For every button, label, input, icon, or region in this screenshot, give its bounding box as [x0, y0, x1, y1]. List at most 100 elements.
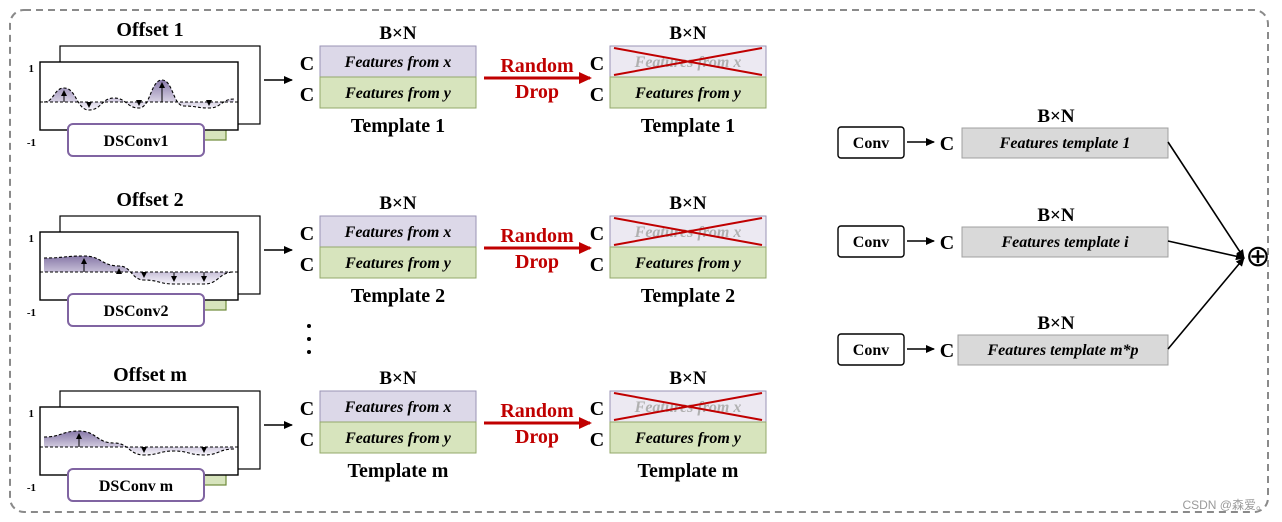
conv-label: Conv: [853, 234, 889, 251]
features-x-box: [319, 215, 477, 248]
template-label: Template 2: [351, 285, 445, 307]
conv-label: Conv: [853, 342, 889, 359]
offset-label: Offset 1: [116, 19, 183, 41]
drop-label-drop: Drop: [515, 81, 559, 103]
features-y-text: Features from y: [634, 85, 742, 102]
template-label: Template m: [348, 460, 449, 482]
dim-label: B×N: [379, 193, 416, 214]
channel-label-x: C: [590, 53, 604, 75]
dsconv-box: [67, 293, 205, 327]
offset-label: Offset m: [113, 364, 187, 386]
drop-cross-b: [613, 217, 763, 246]
channel-label-y: C: [590, 254, 604, 276]
offset-wave-fill: [44, 431, 234, 455]
features-y-text: Features from y: [344, 85, 452, 102]
dim-label: B×N: [669, 23, 706, 44]
channel-label-y: C: [590, 429, 604, 451]
offset-wave-line: [43, 79, 235, 111]
channel-label: C: [940, 340, 954, 362]
template-label: Template 1: [351, 115, 445, 137]
sum-symbol: ⊕: [1245, 239, 1270, 274]
drop-label-drop: Drop: [515, 426, 559, 448]
outer-frame: [9, 9, 1269, 513]
channel-label-y: C: [590, 84, 604, 106]
dim-label: B×N: [1037, 106, 1074, 127]
features-x-text: Features from x: [344, 399, 452, 416]
features-y-text: Features from y: [634, 255, 742, 272]
features-y-box: [319, 421, 477, 454]
drop-label-random: Random: [500, 400, 574, 422]
axis-bottom-label: -1: [27, 307, 36, 319]
template-label: Template 2: [641, 285, 735, 307]
features-x-box: [319, 45, 477, 78]
dsconv-label: DSConv2: [104, 303, 169, 320]
channel-label-x: C: [590, 398, 604, 420]
offset-label: Offset 2: [116, 189, 183, 211]
features-x-text: Features from x: [344, 54, 452, 71]
dim-label: B×N: [379, 368, 416, 389]
axis-bottom-label: -1: [27, 137, 36, 149]
fusion-line: [1167, 141, 1245, 259]
dsconv-box: [67, 123, 205, 157]
features-x-text: Features from x: [344, 224, 452, 241]
channel-label: C: [940, 133, 954, 155]
conv-box: [837, 333, 905, 366]
dim-label: B×N: [1037, 313, 1074, 334]
offset-wave-line: [43, 430, 235, 456]
dim-label: B×N: [669, 368, 706, 389]
channel-label-x: C: [590, 223, 604, 245]
dsconv-box: [67, 468, 205, 502]
channel-label-y: C: [300, 429, 314, 451]
offset-row-1: Offset 1 1 -1 DSConv1 B×N Features from x Feat…: [27, 19, 767, 157]
conv-box: [837, 126, 905, 159]
axis-top-label: 1: [29, 233, 35, 245]
features-y-text: Features from y: [634, 430, 742, 447]
template-label: Template 1: [641, 115, 735, 137]
dim-label: B×N: [1037, 205, 1074, 226]
dsconv-label: DSConv m: [99, 478, 174, 495]
watermark: CSDN @森爱。: [1182, 497, 1268, 512]
channel-label-x: C: [300, 53, 314, 75]
offset-wave-line: [43, 255, 235, 285]
offset-row-2: Offset 2 1 -1 DSConv2 B×N Features from x Feat…: [27, 189, 767, 327]
offset-wave-fill: [44, 256, 234, 284]
features-y-box: [319, 76, 477, 109]
features-y-box: [609, 421, 767, 454]
channel-label-x: C: [300, 223, 314, 245]
dim-label: B×N: [379, 23, 416, 44]
features-text: Features template 1: [999, 135, 1131, 152]
fusion-line: [1167, 240, 1245, 261]
dsconv-label: DSConv1: [104, 133, 169, 150]
features-y-text: Features from y: [344, 255, 452, 272]
template-feature-box: [961, 226, 1169, 258]
features-y-box: [609, 76, 767, 109]
drop-label-drop: Drop: [515, 251, 559, 273]
conv-box: [837, 225, 905, 258]
axis-top-label: 1: [29, 63, 35, 75]
template-label: Template m: [638, 460, 739, 482]
drop-label-random: Random: [500, 55, 574, 77]
features-y-box: [319, 246, 477, 279]
channel-label: C: [940, 232, 954, 254]
features-text: Features template m*p: [986, 342, 1138, 359]
ellipsis-dots: [307, 324, 311, 354]
features-y-box: [609, 246, 767, 279]
fusion-line: [1167, 257, 1245, 350]
features-x-box: [319, 390, 477, 423]
conv-label: Conv: [853, 135, 889, 152]
fusion-row-3: Conv C B×N Features template m*p: [837, 257, 1245, 366]
axis-top-label: 1: [29, 408, 35, 420]
dim-label: B×N: [669, 193, 706, 214]
